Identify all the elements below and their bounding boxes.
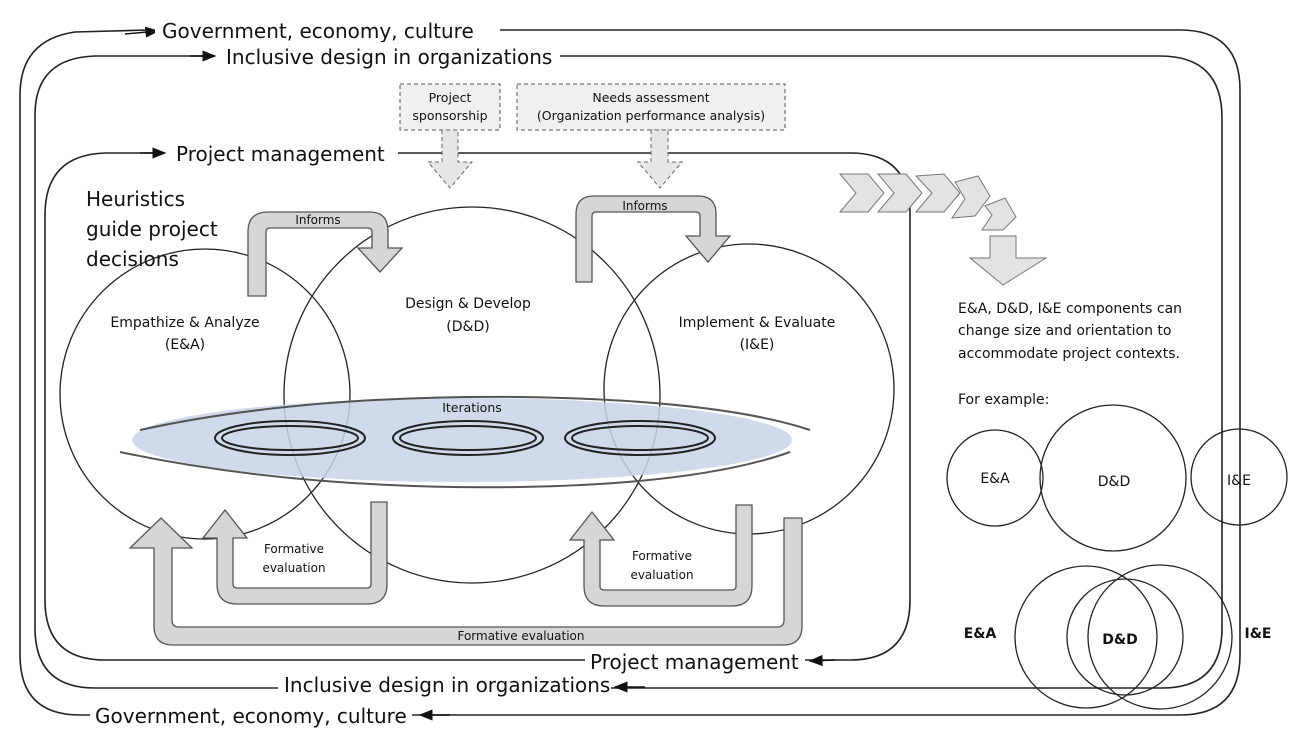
example2-ea-circle [1014,565,1158,709]
example1-ea-circle [946,429,1044,527]
ea-circle [59,248,351,540]
pm-label-bottom: Project management [590,650,799,674]
informs-arrow-right [575,195,732,283]
formative-right-line-1: Formative [632,549,692,563]
needs-line-1: Needs assessment [592,90,709,105]
formative-arrow-long [128,517,803,646]
iterations-spiral-bottom [119,451,791,489]
outer-top-arrow [124,26,160,38]
needs-arrow [636,129,684,189]
ie-abbrev: (I&E) [740,337,775,353]
example1-dd-circle [1039,404,1187,552]
needs-box [516,83,786,131]
informs-left-label: Informs [295,213,340,227]
sponsorship-arrow [426,129,474,189]
outer-context-label-bottom: Government, economy, culture [95,704,407,728]
sponsorship-line-2: sponsorship [412,108,487,123]
iterations-ellipse [132,398,792,482]
side-note-line-3: accommodate project contexts. [958,346,1180,362]
example2-ie-label: I&E [1245,626,1272,642]
formative-arrow-right [568,504,753,607]
outer-context-label-top: Government, economy, culture [162,19,474,43]
sponsorship-box [399,83,501,131]
iterations-spiral-top [139,395,811,431]
side-note-line-2: change size and orientation to [958,323,1171,339]
middle-context-label-top: Inclusive design in organizations [226,45,552,69]
pm-bottom-arrow [808,654,836,667]
iterations-label: Iterations [442,400,502,415]
side-note-line-1: E&A, D&D, I&E components can [958,301,1182,317]
ea-label: Empathize & Analyze [110,315,259,331]
informs-right-label: Informs [622,199,667,213]
heuristics-line-1: Heuristics [86,187,185,211]
side-note-example: For example: [958,392,1049,408]
middle-context-frame [34,55,1223,689]
ie-label: Implement & Evaluate [679,315,836,331]
example2-dd-label: D&D [1102,632,1137,648]
pm-label-top: Project management [176,142,385,166]
formative-long-label: Formative evaluation [457,629,584,643]
formative-arrow-left [201,501,388,605]
example1-ie-circle [1190,428,1288,526]
sponsorship-line-1: Project [429,90,472,105]
example1-dd-label: D&D [1098,474,1130,490]
dd-abbrev: (D&D) [446,319,489,335]
middle-context-label-bottom: Inclusive design in organizations [284,673,610,697]
heuristics-line-2: guide project [86,217,218,241]
iteration-loops [214,420,716,456]
chevron-down-arrow [968,235,1048,286]
example1-ea-label: E&A [980,471,1010,487]
formative-left-line-1: Formative [264,542,324,556]
heuristics-line-3: decisions [86,247,179,271]
informs-arrow-left [247,211,404,297]
example2-ea-label: E&A [964,626,997,642]
needs-line-2: (Organization performance analysis) [537,108,765,123]
formative-right-line-2: evaluation [630,568,693,582]
dd-circle [283,206,661,584]
ea-abbrev: (E&A) [165,337,205,353]
formative-left-line-2: evaluation [262,561,325,575]
chevron-sequence [838,173,1017,231]
example2-ie-circle [1087,564,1233,710]
example1-ie-label: I&E [1227,473,1251,489]
ie-circle [603,243,895,535]
dd-label: Design & Develop [405,296,531,312]
example2-dd-circle [1066,578,1184,696]
outer-context-frame [19,29,1241,716]
